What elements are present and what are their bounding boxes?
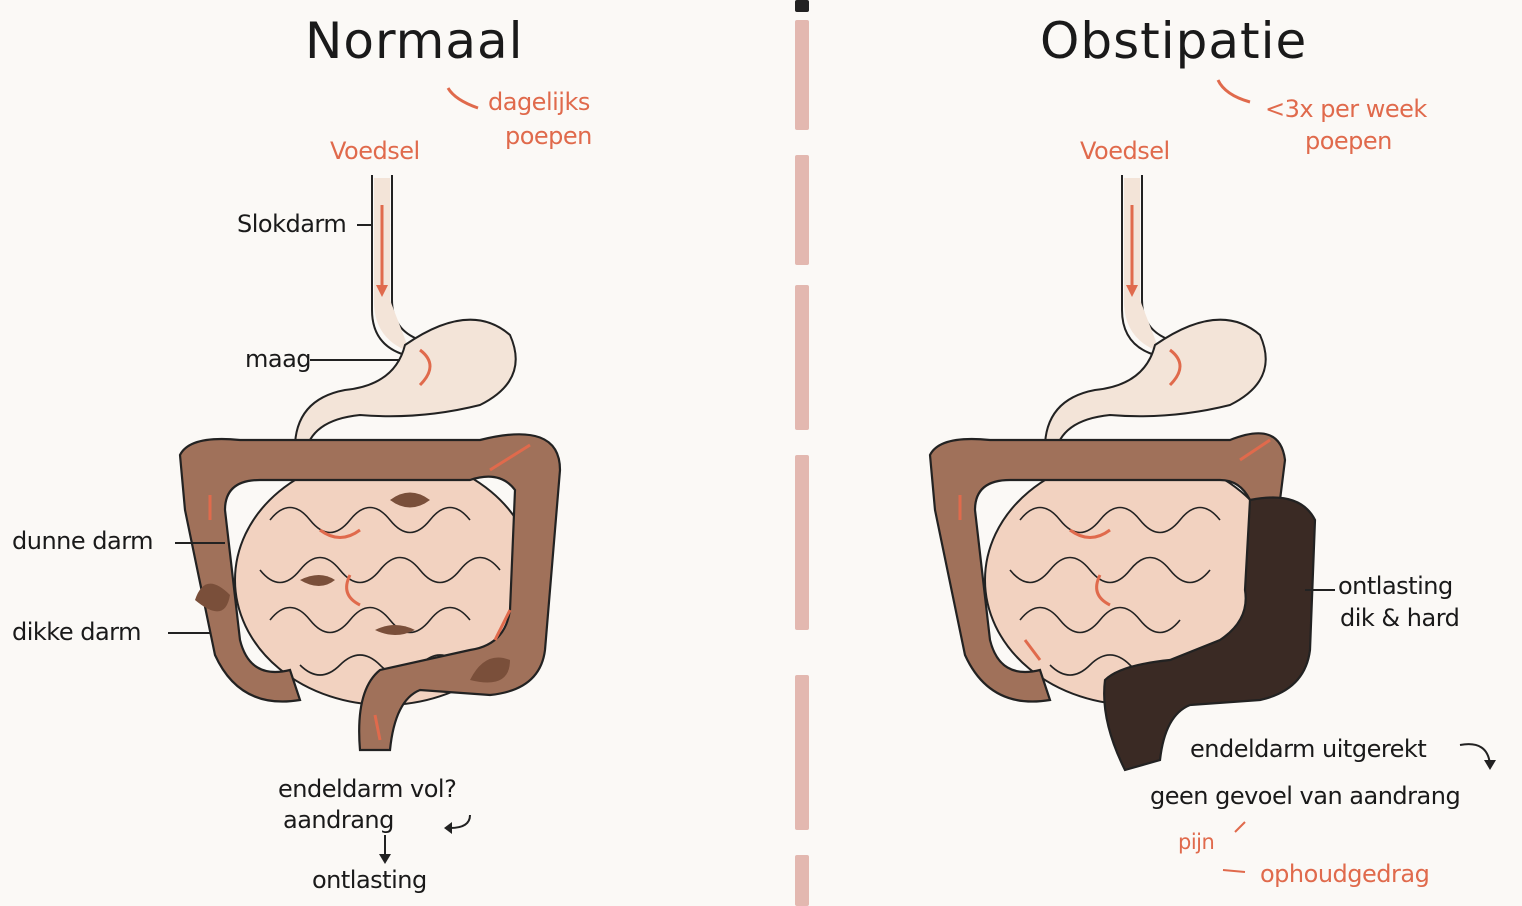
normal-frequency-line2: poepen	[505, 122, 592, 150]
urge-text: aandrang	[283, 806, 394, 834]
normal-panel: Normaal dagelijks poepen Voedsel Slokdar…	[0, 0, 790, 906]
rectum-full-text: endeldarm vol?	[278, 775, 456, 803]
divider-segment	[795, 155, 809, 265]
constipation-title: Obstipatie	[1040, 12, 1307, 70]
normal-frequency-line1: dagelijks	[488, 88, 590, 116]
constipation-food-label: Voedsel	[1080, 137, 1170, 165]
divider-segment	[795, 855, 809, 906]
divider-segment	[795, 20, 809, 130]
normal-digestive-illustration	[0, 0, 790, 906]
small-intestine-label: dunne darm	[12, 527, 153, 555]
hard-stool-label-line1: ontlasting	[1338, 572, 1453, 600]
divider-top-cap	[795, 0, 809, 12]
withholding-behavior-text: ophoudgedrag	[1260, 860, 1429, 888]
divider-segment	[795, 675, 809, 830]
stomach-label: maag	[245, 345, 311, 373]
divider-segment	[795, 285, 809, 430]
no-urge-text: geen gevoel van aandrang	[1150, 782, 1460, 810]
constipation-digestive-illustration	[840, 0, 1522, 906]
hard-stool-label-line2: dik & hard	[1340, 604, 1459, 632]
normal-food-label: Voedsel	[330, 137, 420, 165]
pain-text: pijn	[1178, 830, 1214, 854]
large-intestine-label: dikke darm	[12, 618, 141, 646]
esophagus-label: Slokdarm	[237, 210, 346, 238]
constipation-panel: Obstipatie <3x per week poepen Voedsel o…	[840, 0, 1522, 906]
divider-segment	[795, 455, 809, 630]
normal-title: Normaal	[305, 12, 524, 70]
rectum-stretched-text: endeldarm uitgerekt	[1190, 735, 1426, 763]
constipation-frequency-line1: <3x per week	[1265, 95, 1427, 123]
stool-text: ontlasting	[312, 866, 427, 894]
constipation-frequency-line2: poepen	[1305, 127, 1392, 155]
